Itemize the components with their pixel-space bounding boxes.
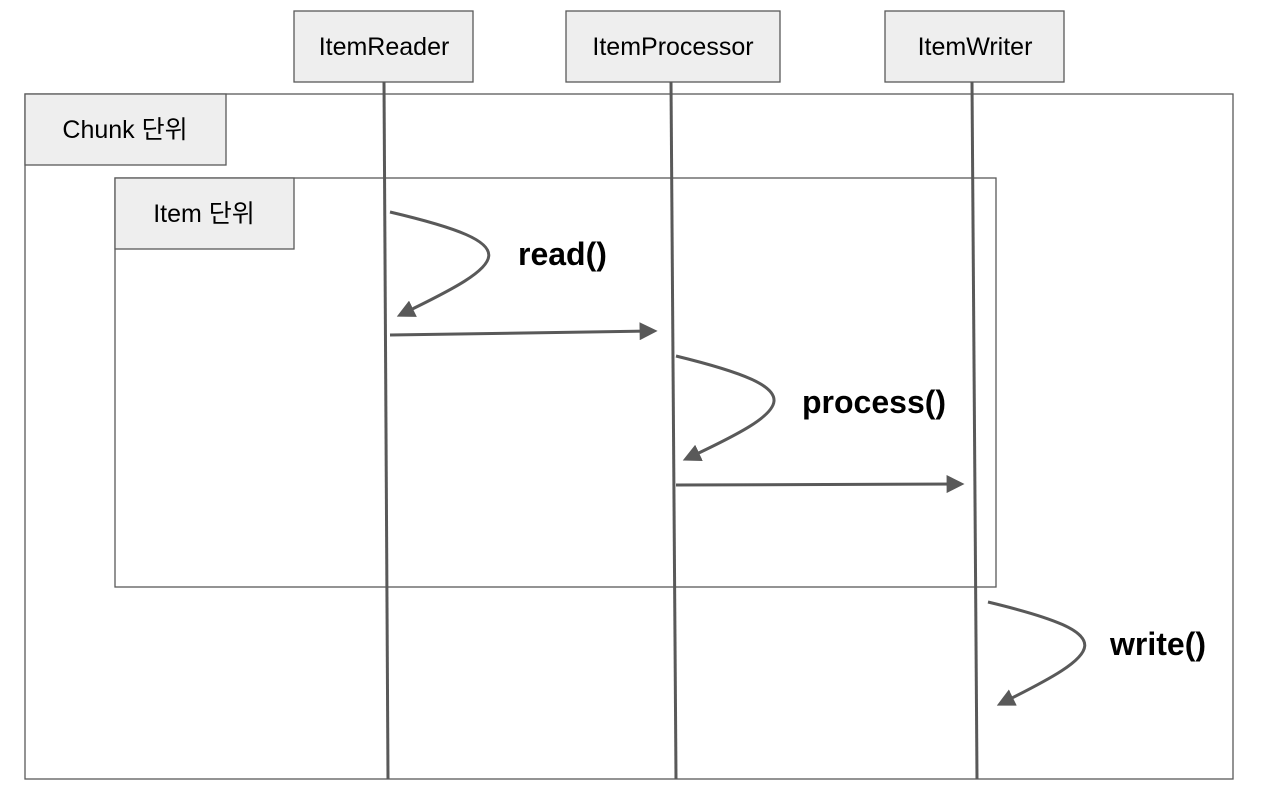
item-writer-box: ItemWriter (884, 10, 1065, 83)
item-processor-lifeline (669, 81, 678, 780)
chunk-frame (24, 93, 1234, 780)
item-reader-lifeline (382, 81, 390, 780)
item-processor-label: ItemProcessor (592, 33, 753, 61)
read-self-arrow (389, 210, 491, 317)
item-writer-lifeline (970, 81, 979, 780)
chunk-label-box: Chunk 단위 (24, 93, 227, 166)
reader-to-processor-arrow (389, 322, 658, 341)
write-self-arrow (987, 600, 1087, 706)
item-label-box: Item 단위 (114, 177, 295, 250)
item-label: Item 단위 (153, 200, 255, 228)
item-reader-label: ItemReader (319, 33, 450, 61)
item-frame (114, 177, 997, 588)
write-method-label: write() (1109, 626, 1206, 662)
item-writer-label: ItemWriter (918, 33, 1033, 61)
item-reader-box: ItemReader (293, 10, 474, 83)
processor-to-writer-arrow (675, 475, 965, 494)
read-method-label: read() (518, 236, 607, 272)
process-self-arrow (675, 354, 776, 462)
chunk-label: Chunk 단위 (62, 116, 187, 144)
process-method-label: process() (802, 384, 946, 420)
item-processor-box: ItemProcessor (565, 10, 781, 83)
